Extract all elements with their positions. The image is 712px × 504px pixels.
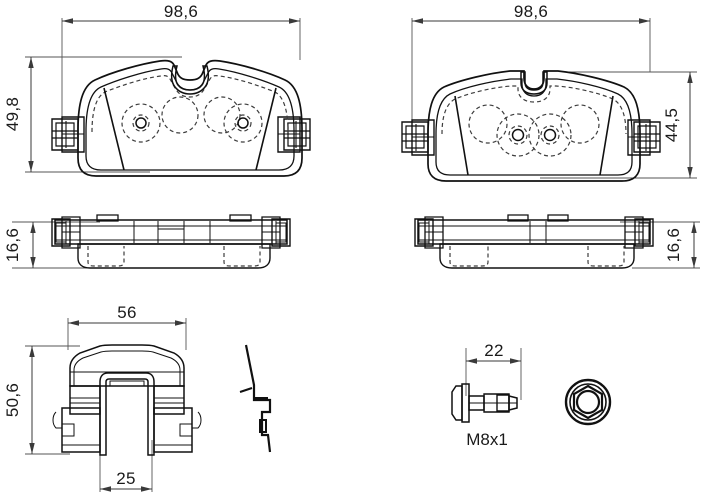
right-profile-ear-right [624,216,654,249]
right-pad-friction-material [435,78,633,176]
profile-center-box [157,228,185,241]
left-profile-tab-b [229,214,252,222]
clip-right-window [179,423,193,437]
clip-lower-left-bracket [61,407,101,453]
right-pad-circle-a [468,104,508,144]
washer-bore-circle [575,389,601,415]
right-pad-front-view: 98,6 44,5 [401,2,697,182]
right-pad-circle-d [560,104,600,144]
left-pad-circle-outer-d [223,103,263,143]
left-pad-ear-left [51,116,85,153]
right-profile-backing-plate [417,219,651,245]
bolt-thread-shading [496,394,510,412]
right-pad-groove-right [599,95,614,176]
clip-lower-right-bracket [153,407,193,453]
left-profile-dashed-pocket-b [223,246,261,267]
bolt-side-view: 22 M8x1 [451,341,522,449]
right-pad-hole-c [543,128,557,142]
left-pad-inner-contour [91,75,289,133]
right-profile-tab-a [507,214,529,222]
right-pad-backing-plate [427,70,641,182]
left-pad-circle-outer-a [121,103,161,143]
bolt-thread-section [483,393,510,413]
right-profile-friction-material [439,243,635,269]
clip-left-hook [52,411,62,429]
retaining-clip-front-view: 56 50,6 25 [3,303,202,492]
left-profile-dashed-pocket-a [87,246,125,267]
clip-inner-width-label: 25 [116,469,136,488]
left-profile-ear-left [51,216,81,249]
retaining-clip-side-view [239,344,272,453]
clip-left-window [61,423,75,437]
washer-mid-circle [569,383,607,421]
right-pad-circle-inner-b [508,125,528,145]
right-pad-circle-outer-c [528,113,572,157]
left-pad-front-view: 98,6 49,8 [3,2,311,177]
left-pad-circle-c [203,96,241,134]
right-profile-dashed-pocket-a [449,246,489,267]
bolt-flange [461,383,470,423]
clip-spring-wire [244,344,272,453]
left-profile-thickness-label: 16,6 [3,228,22,262]
left-pad-groove-right [255,87,277,171]
left-pad-width-label: 98,6 [164,2,198,21]
clip-height-label: 50,6 [3,383,22,417]
right-profile-ear-left [414,216,444,249]
left-pad-height-label: 49,8 [3,97,22,131]
left-pad-center-notch [170,65,210,95]
right-profile-tab-b [547,214,569,222]
clip-center-bridge [99,372,155,456]
left-profile-tab-a [96,214,119,222]
left-pad-circle-inner-d [234,114,252,132]
right-pad-center-notch [520,71,548,95]
right-pad-circle-outer-b [496,113,540,157]
bolt-length-label: 22 [484,341,504,360]
left-pad-circle-inner-a [132,114,150,132]
washer-hex-profile [572,384,604,420]
right-profile-dashed-pocket-b [587,246,625,267]
clip-spring-barb [239,387,253,393]
clip-top-inner-contour [73,350,181,386]
hex-washer-front-view [564,378,612,426]
washer-outer-circle [564,378,612,426]
left-pad-hole-a [135,117,147,129]
right-pad-hole-b [511,128,525,142]
bolt-thread-label: M8x1 [466,430,508,449]
clip-spring-loop [259,419,267,433]
left-profile-ear-right [261,216,291,249]
clip-bridge-slot [109,380,145,387]
clip-width-label: 56 [117,303,137,322]
left-pad-hole-d [237,117,249,129]
left-pad-groove-left [103,87,125,171]
left-profile-backing-plate [54,219,288,245]
bolt-tip [508,395,518,411]
right-pad-groove-left [454,95,469,176]
left-pad-circle-b [161,96,199,134]
clip-top-body [69,344,185,387]
left-pad-backing-plate [77,59,303,177]
right-pad-profile-view: 16,6 [414,214,700,269]
clip-right-hook [192,411,202,429]
right-pad-height-label: 44,5 [662,108,681,142]
right-profile-thickness-label: 16,6 [664,228,683,262]
right-pad-width-label: 98,6 [514,2,548,21]
left-profile-friction-material [77,243,271,269]
left-pad-profile-view: 16,6 [3,214,291,269]
right-pad-circle-inner-c [540,125,560,145]
